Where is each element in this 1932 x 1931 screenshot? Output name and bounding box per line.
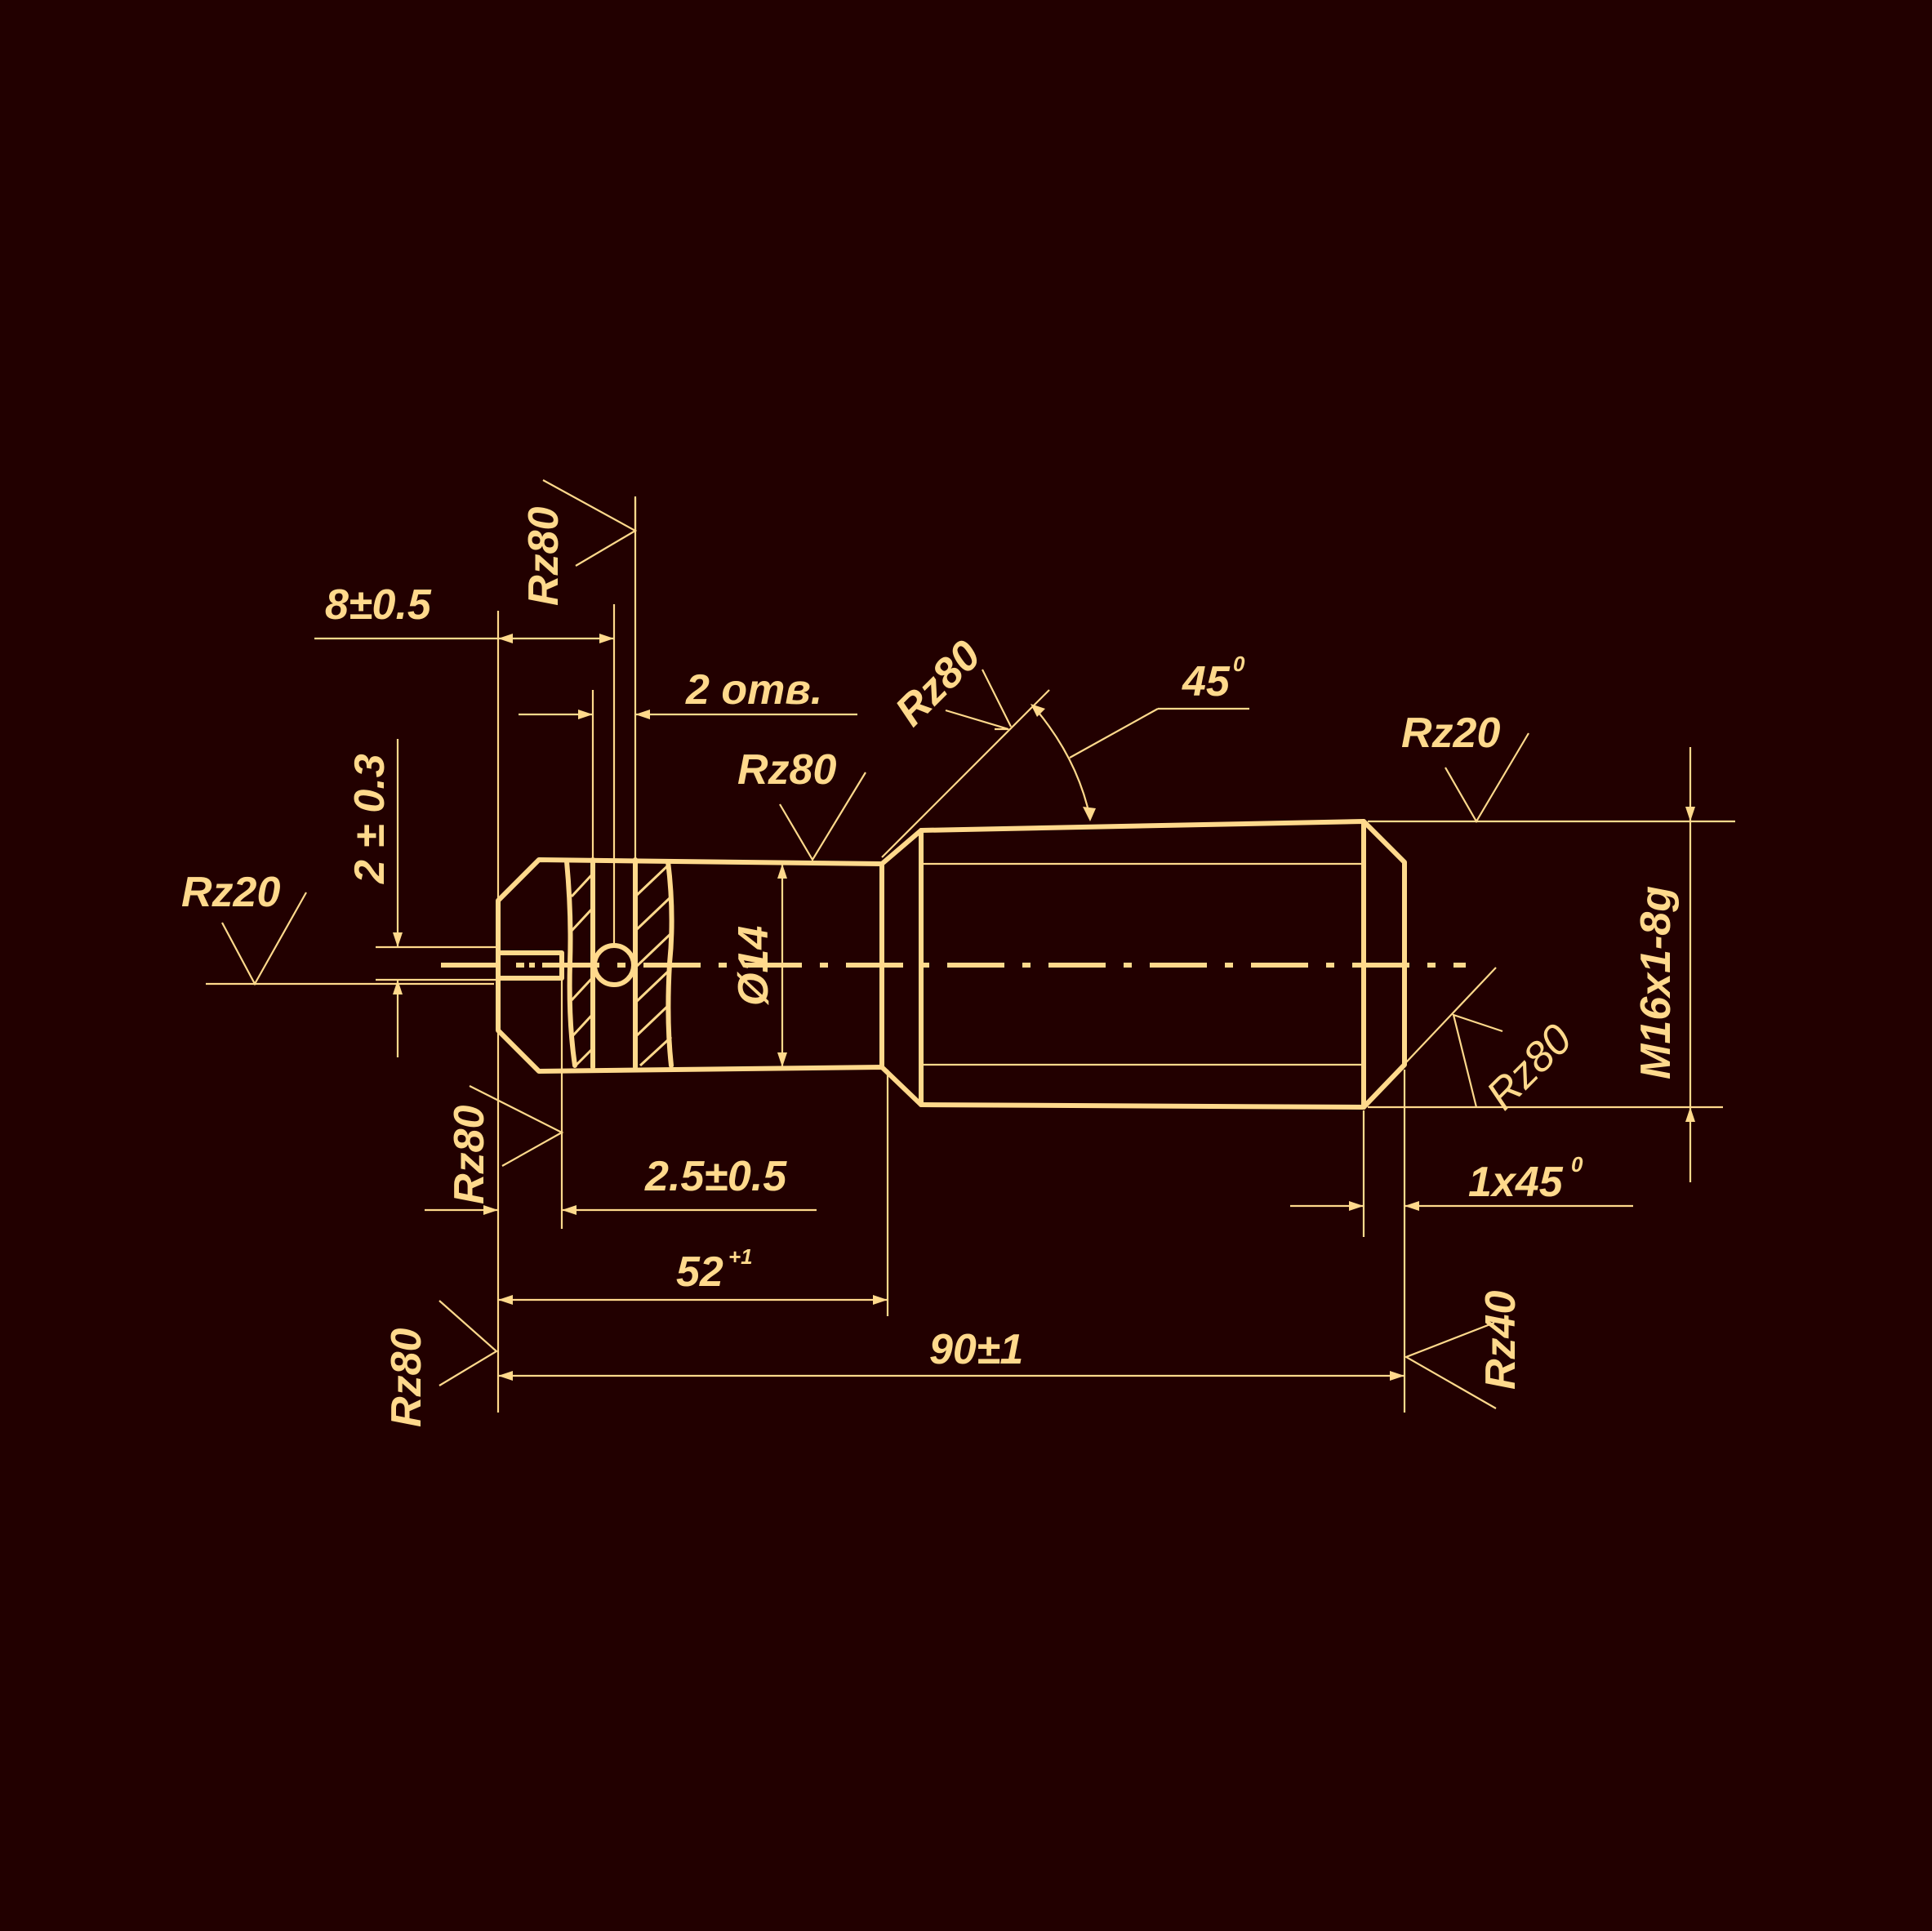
roughness-symbols	[206, 479, 1529, 1409]
dimension-labels: 8±0.5 2 отв. 2 ± 0.3 Ø14 2.5±0.5 52 +1 9…	[325, 581, 1680, 1373]
dim-90: 90±1	[929, 1326, 1023, 1373]
dim-2: 2 ± 0.3	[346, 754, 394, 884]
roughness-left-face: Rz80	[383, 1328, 430, 1427]
dim-holes: 2 отв.	[685, 666, 822, 714]
roughness-slot-side: Rz80	[446, 1106, 493, 1204]
roughness-right-face: Rz40	[1477, 1291, 1525, 1390]
dim-angle-degree: 0	[1233, 652, 1245, 676]
roughness-top-slot: Rz80	[520, 507, 568, 606]
dim-diameter: Ø14	[730, 926, 777, 1006]
head-shank-outline	[496, 828, 924, 1107]
dim-2-5: 2.5±0.5	[644, 1153, 787, 1200]
dim-52: 52	[676, 1248, 723, 1296]
roughness-neck: Rz80	[737, 746, 836, 794]
dim-thread: M16x1-8g	[1632, 886, 1680, 1079]
arrowheads	[393, 634, 1695, 1381]
roughness-thread-top: Rz20	[1401, 710, 1500, 757]
dim-angle: 45	[1182, 658, 1231, 705]
dim-52-tolerance: +1	[728, 1244, 753, 1269]
dimension-lines	[314, 496, 1735, 1413]
dim-chamfer: 1x45	[1468, 1159, 1564, 1206]
roughness-left-end: Rz20	[181, 869, 280, 916]
dim-chamfer-degree: 0	[1571, 1152, 1583, 1177]
dim-8: 8±0.5	[325, 581, 432, 629]
section-hatching	[570, 864, 673, 1067]
